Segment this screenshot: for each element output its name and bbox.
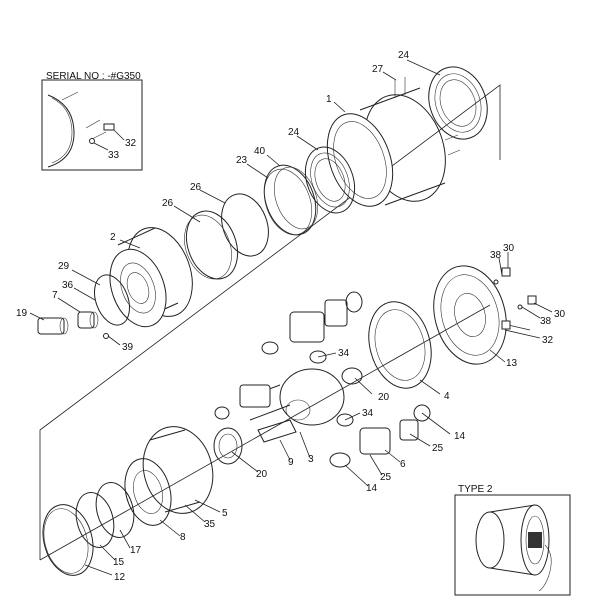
inset-serial-title: SERIAL NO : -#G350 (46, 71, 141, 82)
bolts-30-38-32 (493, 267, 537, 331)
callout-27: 27 (372, 64, 384, 75)
gear-8 (124, 458, 172, 526)
ring-gear-4 (368, 301, 432, 389)
inset-type2-title: TYPE 2 (458, 484, 493, 495)
callout-32: 32 (542, 335, 554, 346)
callout-39: 39 (122, 342, 134, 353)
hub-2 (109, 227, 193, 328)
rings-17-15-12 (42, 482, 135, 576)
ring-24-lower (304, 146, 356, 214)
callout-5: 5 (222, 508, 228, 519)
shaft-parts (37, 311, 109, 339)
callout-25-a: 25 (432, 443, 444, 454)
callout-13: 13 (506, 358, 518, 369)
callout-30-a: 30 (503, 243, 515, 254)
callout-26-a: 26 (190, 182, 202, 193)
callout-20-a: 20 (378, 392, 390, 403)
planet-gears-upper (261, 291, 363, 385)
callout-24-top: 24 (398, 50, 410, 61)
callout-24-lower: 24 (288, 127, 300, 138)
callout-3: 3 (308, 454, 314, 465)
inset-serial: SERIAL NO : -#G350 32 33 (41, 71, 143, 171)
callout-1: 1 (326, 94, 332, 105)
callout-30-b: 30 (554, 309, 566, 320)
callout-35: 35 (204, 519, 216, 530)
callout-labels: 24 27 1 24 40 23 26 26 2 29 7 36 19 39 3… (16, 50, 566, 583)
callout-34-b: 34 (362, 408, 374, 419)
cover-13 (433, 265, 507, 365)
seal-40-23 (263, 164, 319, 236)
carrier-3 (214, 368, 345, 426)
callout-38-b: 38 (540, 316, 552, 327)
ring-24-top (428, 66, 488, 140)
callout-26-b: 26 (162, 198, 174, 209)
callout-20-b: 20 (256, 469, 268, 480)
callout-9: 9 (288, 457, 294, 468)
callout-8: 8 (180, 532, 186, 543)
leader-lines (29, 59, 553, 576)
callout-25-b: 25 (380, 472, 392, 483)
callout-23: 23 (236, 155, 248, 166)
callout-34-a: 34 (338, 348, 350, 359)
washer-20-lower (213, 427, 243, 465)
inset-type2: TYPE 2 (454, 484, 571, 596)
housing-1 (326, 87, 461, 207)
callout-40: 40 (254, 146, 266, 157)
assembly-boundary (39, 84, 501, 561)
callout-17: 17 (130, 545, 142, 556)
callout-29: 29 (58, 261, 70, 272)
planet-gears-lower (329, 404, 431, 468)
inset-callout-33: 33 (108, 150, 120, 161)
callout-19: 19 (16, 308, 28, 319)
sun-5 (142, 426, 214, 514)
callout-38-a: 38 (490, 250, 502, 261)
callout-12: 12 (114, 572, 126, 583)
callout-15: 15 (113, 557, 125, 568)
pin-9 (257, 419, 297, 443)
ring-29 (94, 274, 130, 326)
inset-callout-32: 32 (125, 138, 137, 149)
callout-7: 7 (52, 290, 58, 301)
callout-2: 2 (110, 232, 116, 243)
callout-36: 36 (62, 280, 74, 291)
callout-14-b: 14 (366, 483, 378, 494)
callout-6: 6 (400, 459, 406, 470)
callout-14-a: 14 (454, 431, 466, 442)
rings-26 (184, 193, 269, 280)
callout-4: 4 (444, 391, 450, 402)
